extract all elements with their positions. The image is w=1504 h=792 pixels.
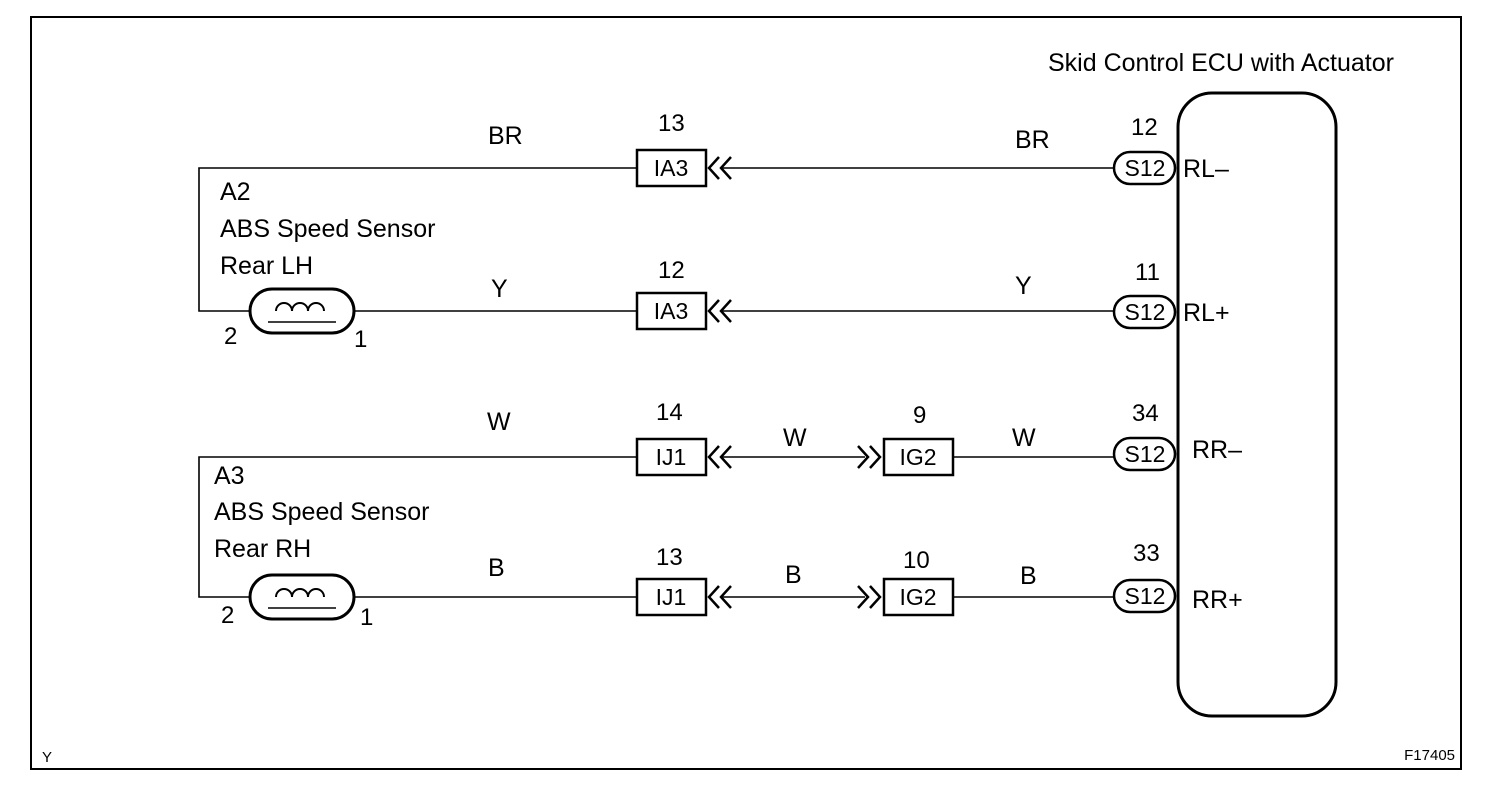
female-terminal-icon <box>707 445 732 469</box>
diagram-frame <box>30 16 1462 770</box>
connector-label: IA3 <box>654 155 689 181</box>
sensor-rh-pin-left: 2 <box>221 602 234 629</box>
connector-pin: 14 <box>656 399 683 426</box>
sensor-lh-pin-left: 2 <box>224 323 237 350</box>
ecu-connector-box <box>1112 578 1177 614</box>
connector2-pin: 10 <box>903 547 930 574</box>
wire-color-right: W <box>1012 424 1036 452</box>
ecu-connector-label: S12 <box>1125 299 1166 325</box>
sensor-lh-side: Rear LH <box>220 252 313 280</box>
connector-label: IJ1 <box>656 444 687 470</box>
ecu-pin: 33 <box>1133 540 1160 567</box>
wire-color-right: Y <box>1015 272 1032 300</box>
ecu-block <box>1176 91 1338 718</box>
connector2-label: IG2 <box>899 444 936 470</box>
connector-pin: 13 <box>658 110 685 137</box>
wire-color-mid: B <box>785 561 802 589</box>
sensor-rh-wiring <box>198 456 637 598</box>
wire-color-right: BR <box>1015 126 1050 154</box>
circuit-rl-minus: BR 13 IA3 BR 12 S12 RL– <box>488 110 1229 188</box>
circuit-rr-plus: B 13 IJ1 B 10 IG2 B 33 S12 RR+ <box>488 540 1243 617</box>
sensor-rh-code: A3 <box>214 462 245 490</box>
wire-color-left: BR <box>488 122 523 150</box>
connector-box <box>635 437 708 477</box>
wire-color-mid: W <box>783 424 807 452</box>
ecu-pin: 11 <box>1135 259 1160 286</box>
ecu-terminal: RL– <box>1183 155 1229 183</box>
connector-pin: 13 <box>656 544 683 571</box>
ecu-connector-box <box>1112 150 1177 186</box>
ecu-title: Skid Control ECU with Actuator <box>1048 49 1394 77</box>
ecu-terminal: RR– <box>1192 436 1242 464</box>
wire-color-left: Y <box>491 275 508 303</box>
male-terminal-icon <box>857 445 882 469</box>
connector2-pin: 9 <box>913 402 926 429</box>
sensor-lh-pin-right: 1 <box>354 326 367 353</box>
sensor-rh-coil-icon <box>248 573 356 621</box>
connector-pin: 12 <box>658 257 685 284</box>
figure-code: F17405 <box>1404 747 1455 764</box>
ecu-pin: 34 <box>1132 400 1159 427</box>
connector-box <box>635 577 708 617</box>
ecu-connector-box <box>1112 294 1177 330</box>
footer-left: Y <box>42 749 52 766</box>
ecu-connector-box <box>1112 436 1177 472</box>
ecu-terminal: RR+ <box>1192 586 1243 614</box>
circuit-rl-plus: Y 12 IA3 Y 11 S12 RL+ <box>491 257 1230 331</box>
wire-color-right: B <box>1020 562 1037 590</box>
connector-box <box>635 291 708 331</box>
sensor-lh-code: A2 <box>220 178 251 206</box>
connector-box <box>635 148 708 188</box>
connector2-box <box>882 577 955 617</box>
connector-label: IA3 <box>654 298 689 324</box>
ecu-pin: 12 <box>1131 114 1158 141</box>
sensor-rh-pin-right: 1 <box>360 604 373 631</box>
sensor-lh-wiring <box>198 167 637 312</box>
male-terminal-icon <box>857 585 882 609</box>
female-terminal-icon <box>707 156 732 180</box>
circuit-rr-minus: W 14 IJ1 W 9 IG2 W 34 S12 RR– <box>487 399 1242 477</box>
sensor-lh-coil-icon <box>248 287 356 335</box>
ecu-connector-label: S12 <box>1125 441 1166 467</box>
wire-color-left: B <box>488 554 505 582</box>
ecu-terminal: RL+ <box>1183 299 1230 327</box>
connector-label: IJ1 <box>656 584 687 610</box>
sensor-rh-name: ABS Speed Sensor <box>214 498 429 526</box>
ecu-connector-label: S12 <box>1125 583 1166 609</box>
female-terminal-icon <box>707 299 732 323</box>
sensor-lh-name: ABS Speed Sensor <box>220 215 435 243</box>
connector2-box <box>882 437 955 477</box>
ecu-connector-label: S12 <box>1125 155 1166 181</box>
wire-color-left: W <box>487 408 511 436</box>
connector2-label: IG2 <box>899 584 936 610</box>
sensor-rh-side: Rear RH <box>214 535 311 563</box>
female-terminal-icon <box>707 585 732 609</box>
